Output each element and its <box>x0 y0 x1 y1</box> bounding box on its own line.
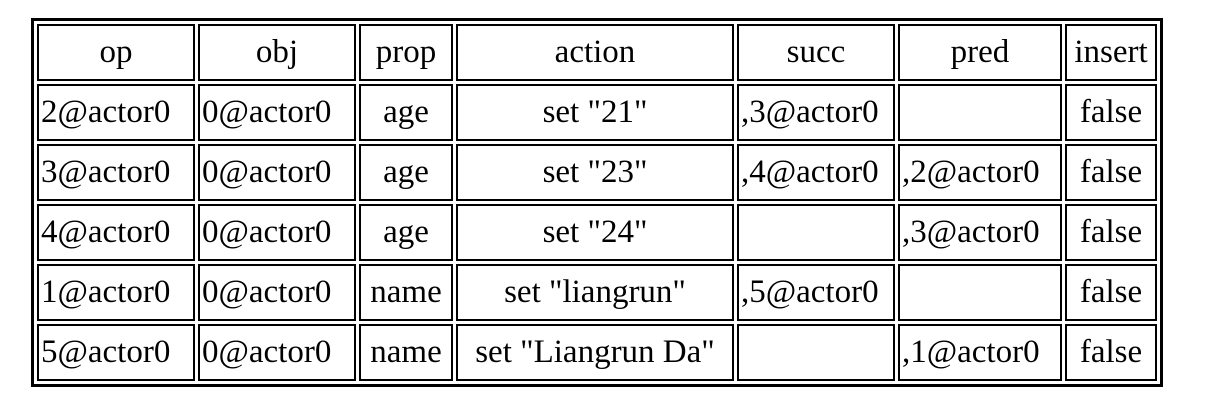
table-header-row: op obj prop action succ pred insert <box>37 24 1157 81</box>
cell-op: 4@actor0 <box>37 204 195 261</box>
cell-obj: 0@actor0 <box>198 324 356 381</box>
cell-insert: false <box>1065 84 1157 141</box>
cell-op: 2@actor0 <box>37 84 195 141</box>
cell-pred: ,1@actor0 <box>898 324 1062 381</box>
cell-op: 5@actor0 <box>37 324 195 381</box>
cell-prop: age <box>359 84 453 141</box>
cell-insert: false <box>1065 144 1157 201</box>
header-op: op <box>37 24 195 81</box>
header-action: action <box>456 24 734 81</box>
table-row: 1@actor0 0@actor0 name set "liangrun" ,5… <box>37 264 1157 321</box>
header-pred: pred <box>898 24 1062 81</box>
cell-obj: 0@actor0 <box>198 264 356 321</box>
cell-prop: age <box>359 204 453 261</box>
cell-succ: ,3@actor0 <box>737 84 895 141</box>
cell-succ <box>737 324 895 381</box>
cell-op: 3@actor0 <box>37 144 195 201</box>
cell-prop: name <box>359 324 453 381</box>
header-obj: obj <box>198 24 356 81</box>
cell-action: set "23" <box>456 144 734 201</box>
cell-action: set "liangrun" <box>456 264 734 321</box>
cell-action: set "21" <box>456 84 734 141</box>
cell-succ: ,4@actor0 <box>737 144 895 201</box>
cell-insert: false <box>1065 264 1157 321</box>
header-insert: insert <box>1065 24 1157 81</box>
cell-op: 1@actor0 <box>37 264 195 321</box>
cell-pred <box>898 84 1062 141</box>
table-row: 5@actor0 0@actor0 name set "Liangrun Da"… <box>37 324 1157 381</box>
table-row: 3@actor0 0@actor0 age set "23" ,4@actor0… <box>37 144 1157 201</box>
cell-action: set "Liangrun Da" <box>456 324 734 381</box>
cell-obj: 0@actor0 <box>198 84 356 141</box>
table-row: 4@actor0 0@actor0 age set "24" ,3@actor0… <box>37 204 1157 261</box>
header-prop: prop <box>359 24 453 81</box>
header-succ: succ <box>737 24 895 81</box>
cell-insert: false <box>1065 324 1157 381</box>
cell-insert: false <box>1065 204 1157 261</box>
table-row: 2@actor0 0@actor0 age set "21" ,3@actor0… <box>37 84 1157 141</box>
cell-obj: 0@actor0 <box>198 144 356 201</box>
cell-prop: age <box>359 144 453 201</box>
cell-succ: ,5@actor0 <box>737 264 895 321</box>
cell-prop: name <box>359 264 453 321</box>
ops-table: op obj prop action succ pred insert 2@ac… <box>31 18 1163 387</box>
cell-action: set "24" <box>456 204 734 261</box>
cell-pred: ,2@actor0 <box>898 144 1062 201</box>
cell-obj: 0@actor0 <box>198 204 356 261</box>
ops-table-container: op obj prop action succ pred insert 2@ac… <box>31 18 1163 387</box>
cell-pred <box>898 264 1062 321</box>
cell-pred: ,3@actor0 <box>898 204 1062 261</box>
cell-succ <box>737 204 895 261</box>
